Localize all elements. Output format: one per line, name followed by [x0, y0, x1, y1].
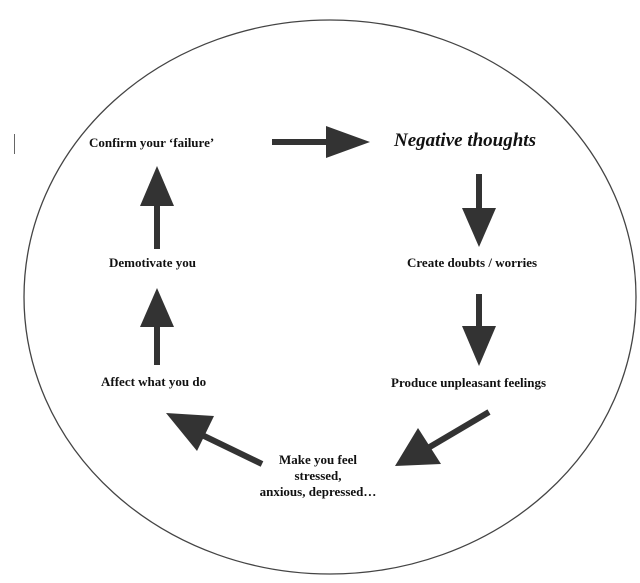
node-confirm-failure: Confirm your ‘failure’: [89, 135, 215, 150]
arrow-demotivate-to-confirm: [140, 166, 174, 249]
arrow-make-you-feel-to-affect: [166, 413, 264, 467]
arrow-feelings-to-make-you-feel: [395, 409, 491, 466]
node-negative-thoughts: Negative thoughts: [394, 130, 536, 151]
node-affect-what-you-do: Affect what you do: [101, 374, 207, 389]
arrow-confirm-to-negative: [272, 126, 370, 158]
node-make-you-feel-line-3: anxious, depressed…: [259, 484, 377, 499]
node-make-you-feel: Make you feel stressed, anxious, depress…: [250, 452, 386, 500]
cycle-circle: [23, 19, 637, 575]
arrow-doubts-to-feelings: [462, 294, 496, 366]
node-demotivate-you: Demotivate you: [109, 255, 197, 270]
node-create-doubts: Create doubts / worries: [407, 255, 538, 270]
arrow-negative-to-doubts: [462, 174, 496, 247]
node-make-you-feel-line-2: stressed,: [294, 468, 342, 483]
arrow-affect-to-demotivate: [140, 288, 174, 365]
margin-mark: [14, 134, 15, 154]
node-make-you-feel-line-1: Make you feel: [279, 452, 357, 467]
node-produce-feelings: Produce unpleasant feelings: [391, 375, 547, 390]
